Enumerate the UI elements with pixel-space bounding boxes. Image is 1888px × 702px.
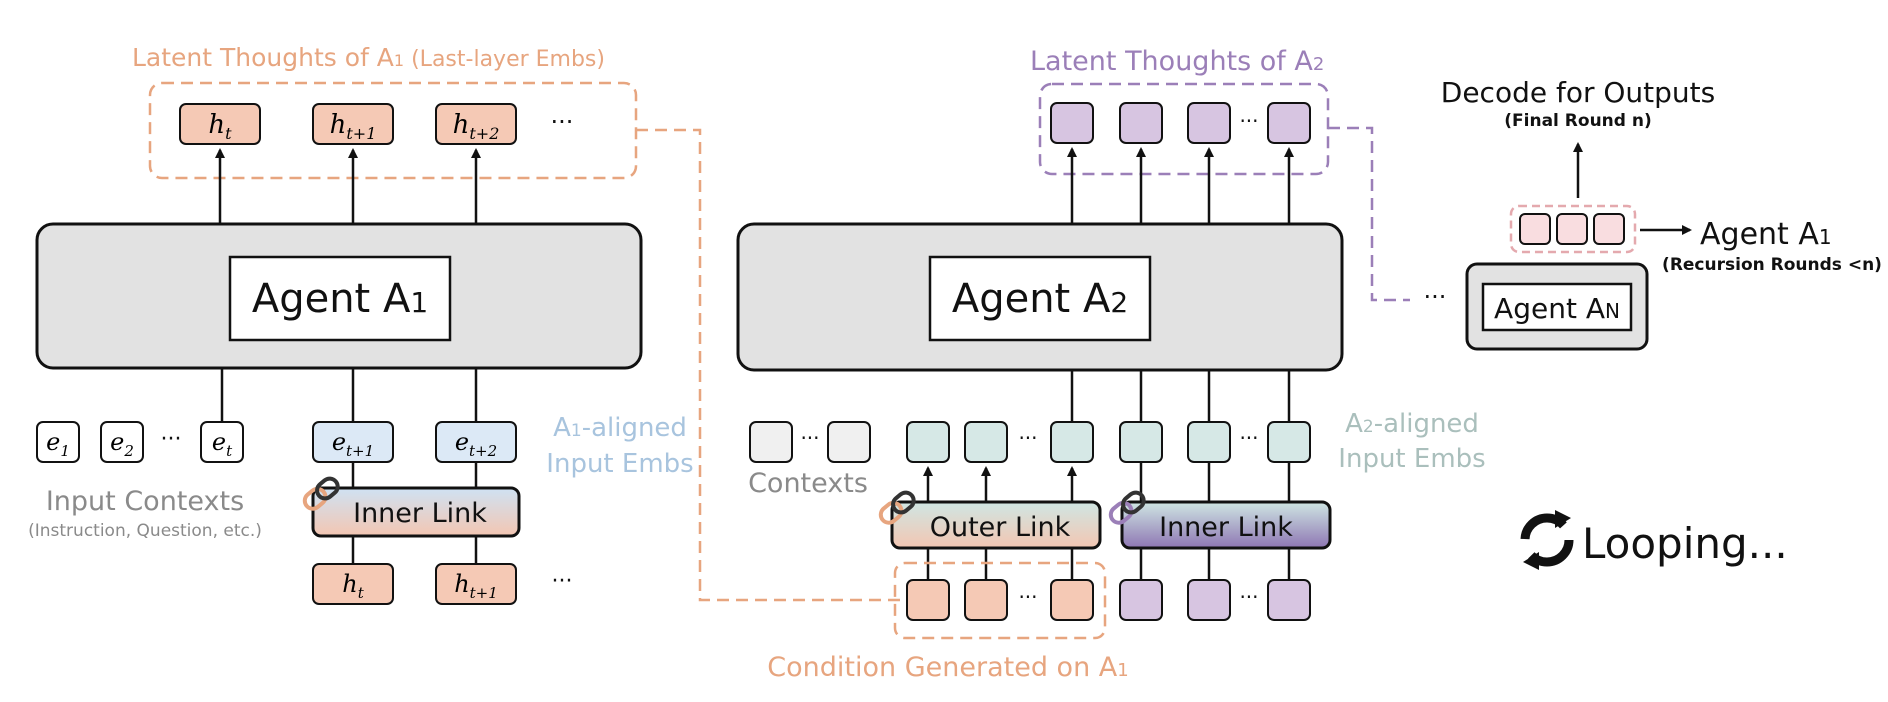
link-icon	[1108, 490, 1146, 525]
agent1-thoughts-title-prefix: Latent Thoughts of A	[132, 43, 394, 72]
agent1-e-token: e2	[100, 421, 144, 463]
agent2-input-ellipsis: ···	[1239, 585, 1258, 609]
condition-token	[906, 579, 950, 621]
agent1-thoughts-title-sub: 1	[394, 51, 404, 70]
recursion-label: (Recursion Rounds <n)	[1662, 255, 1882, 275]
agentN-output-box	[1509, 204, 1637, 254]
agent1-input-h-ellipsis: ···	[552, 569, 573, 594]
agent1-aligned-e-token: et+1	[312, 421, 394, 463]
agent2-thoughts-title: Latent Thoughts of A2	[1030, 46, 1324, 77]
outer-link	[890, 500, 1102, 550]
svg-text:e2: e2	[110, 428, 134, 460]
svg-text:ht+1: ht+1	[330, 110, 377, 143]
agentN-output-token	[1593, 213, 1625, 245]
agent2-inner-link	[1120, 500, 1332, 550]
agentN-name: Agent AN	[1494, 292, 1620, 325]
condition-label: Condition Generated on A1	[767, 652, 1128, 683]
agent2-context-token	[749, 421, 793, 463]
agent1-h-token: ht+1	[312, 103, 394, 145]
agent1-input-h-token: ht	[312, 563, 394, 605]
svg-text:et+2: et+2	[455, 428, 497, 460]
svg-text:ht+2: ht+2	[453, 110, 500, 143]
agent1-name-box	[228, 255, 452, 342]
agent2-aligned-label: A2-aligned	[1345, 409, 1479, 439]
agentN-ellipsis: ···	[1424, 283, 1447, 311]
agent2-aligned-token	[1267, 421, 1311, 463]
svg-text:e1: e1	[46, 428, 70, 460]
agent2-aligned-label-line2: Input Embs	[1338, 444, 1485, 474]
agent2-thought-token	[1187, 102, 1231, 144]
agent2-aligned-ellipsis: ···	[1239, 426, 1258, 450]
agent2-thought-token	[1119, 102, 1163, 144]
agent2-context-token	[827, 421, 871, 463]
agent1-h-ellipsis: ···	[551, 108, 574, 136]
agent1-name: Agent A1	[252, 276, 428, 322]
decode-title: Decode for Outputs	[1441, 76, 1715, 109]
input-contexts-sub: (Instruction, Question, etc.)	[28, 521, 262, 541]
condition-connector	[636, 128, 900, 602]
svg-text:et: et	[212, 428, 233, 460]
agent2-context-ellipsis: ···	[800, 426, 819, 450]
agent2-inner-link-label: Inner Link	[1159, 512, 1293, 543]
agent2-name-box	[928, 255, 1152, 342]
agent2-input-token	[1187, 579, 1231, 621]
svg-text:ht: ht	[342, 570, 364, 602]
agent2-aligned-token	[1187, 421, 1231, 463]
agent2-name: Agent A2	[952, 276, 1128, 322]
input-contexts-label: Input Contexts	[46, 486, 244, 517]
agent1-thoughts-title-suffix: (Last-layer Embs)	[404, 47, 605, 72]
agent2-thought-token	[1267, 102, 1311, 144]
agent1-aligned-label: A1-aligned	[553, 413, 687, 443]
agent1-aligned-e-token: et+2	[435, 421, 517, 463]
condition-token	[964, 579, 1008, 621]
svg-text:et+1: et+1	[332, 428, 374, 460]
agent1-input-h-token: ht+1	[435, 563, 517, 605]
agentN-connector	[1328, 126, 1410, 302]
agentN-output-token	[1556, 213, 1588, 245]
agentN-name-box	[1481, 282, 1633, 332]
agent1-e-ellipsis: ···	[161, 427, 182, 452]
condition-token	[1050, 579, 1094, 621]
condition-box	[893, 561, 1107, 640]
agent2-input-token	[1267, 579, 1311, 621]
agent2-aligned-token	[906, 421, 950, 463]
agent1-e-token: et	[200, 421, 244, 463]
agent1-thoughts-title: Latent Thoughts of A1 (Last-layer Embs)	[132, 43, 605, 72]
agent1-aligned-label-line2: Input Embs	[546, 449, 693, 479]
agent2-aligned-token	[964, 421, 1008, 463]
link-icon	[302, 476, 340, 511]
link-icon	[878, 490, 916, 525]
agent1-inner-link-label: Inner Link	[353, 498, 487, 529]
agent1-inner-link	[311, 486, 521, 538]
loop-icon	[1520, 510, 1574, 570]
agent2-thought-token	[1050, 102, 1094, 144]
agent2-thought-ellipsis: ···	[1239, 109, 1258, 133]
condition-ellipsis: ···	[1018, 585, 1037, 609]
agent1-h-token: ht+2	[435, 103, 517, 145]
agent2-aligned-token	[1119, 421, 1163, 463]
outer-link-label: Outer Link	[930, 512, 1071, 543]
agent2-input-token	[1119, 579, 1163, 621]
svg-text:ht+1: ht+1	[454, 570, 498, 602]
agentN-output-token	[1519, 213, 1551, 245]
agent1-h-token: ht	[179, 103, 261, 145]
agent2-contexts-label: Contexts	[748, 468, 868, 499]
to-agent1-label: Agent A1	[1700, 217, 1832, 252]
decode-sub: (Final Round n)	[1504, 111, 1651, 131]
looping-label: Looping...	[1582, 519, 1788, 568]
svg-text:ht: ht	[208, 110, 232, 143]
agent2-aligned-token	[1050, 421, 1094, 463]
agent2-aligned-ellipsis: ···	[1018, 426, 1037, 450]
agent1-e-token: e1	[36, 421, 80, 463]
